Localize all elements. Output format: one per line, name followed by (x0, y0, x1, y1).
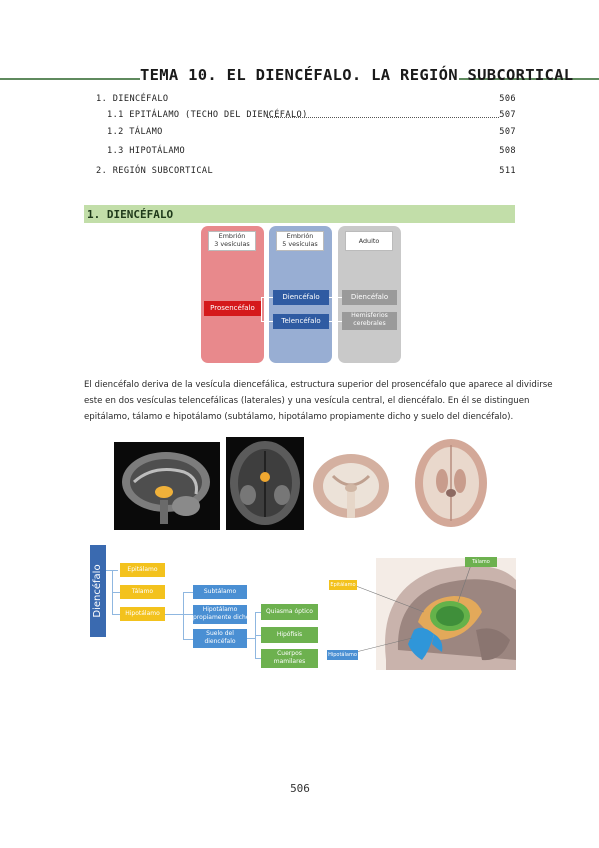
section-title: 1. DIENCÉFALO (87, 208, 174, 221)
section-header-bar (84, 205, 515, 223)
toc-page: 508 (499, 146, 516, 156)
toc-label: 1.1 EPITÁLAMO (TECHO DEL DIENCÉFALO) (107, 110, 308, 120)
map-epitalamo-box: Epitálamo (120, 563, 165, 577)
paragraph-line: este en dos vesículas telencefálicas (la… (84, 396, 530, 406)
header-adult: Adulto (345, 231, 393, 251)
map-connector (247, 638, 255, 639)
map-connector (255, 658, 261, 659)
map-connector (183, 639, 193, 640)
map-subtalamo-box: Subtálamo (193, 585, 247, 599)
map-hipotalamo-propio-box: Hipotálamo propiamente dicho (193, 605, 250, 624)
map-connector (255, 612, 261, 613)
toc-label: 1.3 HIPOTÁLAMO (107, 146, 186, 156)
telencefalo-box: Telencéfalo (273, 314, 329, 329)
paragraph-line: El diencéfalo deriva de la vesícula dien… (84, 380, 553, 390)
header-rule-left (0, 78, 140, 80)
fig-label-epitalamo: Epitálamo (329, 580, 357, 590)
map-talamo-box: Tálamo (120, 585, 165, 599)
map-root-label: Diencéfalo (92, 564, 103, 618)
map-connector (112, 592, 120, 593)
map-connector (183, 592, 193, 593)
connector-vertical (261, 297, 262, 322)
connector-adult-diencefalo (329, 297, 342, 298)
mri-axial-image (226, 437, 304, 530)
toc-label: 1. DIENCÉFALO (96, 94, 169, 104)
adult-diencefalo-box: Diencéfalo (342, 290, 397, 305)
toc-page: 506 (499, 94, 516, 104)
toc-label: 2. REGIÓN SUBCORTICAL (96, 166, 214, 176)
map-connector (112, 614, 120, 615)
map-hipotalamo-box: Hipotálamo (120, 607, 165, 621)
body-paragraph: El diencéfalo deriva de la vesícula dien… (84, 377, 553, 425)
map-root-box (90, 545, 106, 637)
adult-hemispheres-box: Hemisferios cerebrales (342, 312, 397, 330)
map-connector (183, 614, 193, 615)
connector-to-diencefalo (261, 297, 273, 298)
mri-sagittal-image (114, 442, 220, 530)
map-connector (183, 592, 184, 640)
toc-leader (267, 117, 499, 118)
header-rule-right (459, 78, 599, 80)
coronal-section-image (313, 454, 389, 518)
map-connector (255, 635, 261, 636)
diencefalo-box: Diencéfalo (273, 290, 329, 305)
fig-label-talamo: Tálamo (465, 557, 497, 567)
toc-page: 511 (499, 166, 516, 176)
map-connector (165, 614, 183, 615)
toc-label: 1.2 TÁLAMO (107, 127, 163, 137)
toc-page: 507 (499, 110, 516, 120)
fig-label-hipotalamo: Hipotálamo (327, 650, 358, 660)
sagittal-diencephalon-figure (355, 558, 516, 670)
prosencefalo-box: Prosencéfalo (204, 301, 261, 316)
header-3-vesicles: Embrión 3 vesículas (208, 231, 256, 251)
page-number: 506 (290, 782, 310, 795)
connector-to-telencefalo (261, 321, 273, 322)
connector-adult-hemispheres (329, 321, 342, 322)
map-cuerpos-box: Cuerpos mamilares (261, 649, 318, 668)
header-5-vesicles: Embrión 5 vesículas (276, 231, 324, 251)
map-quiasma-box: Quiasma óptico (261, 604, 318, 620)
map-suelo-box: Suelo del diencéfalo (193, 629, 247, 648)
page-title: TEMA 10. EL DIENCÉFALO. LA REGIÓN SUBCOR… (140, 66, 574, 84)
toc-page: 507 (499, 127, 516, 137)
map-hipofisis-box: Hipófisis (261, 627, 318, 643)
paragraph-line: epitálamo, tálamo e hipotálamo (subtálam… (84, 412, 514, 422)
axial-section-image (415, 439, 487, 527)
